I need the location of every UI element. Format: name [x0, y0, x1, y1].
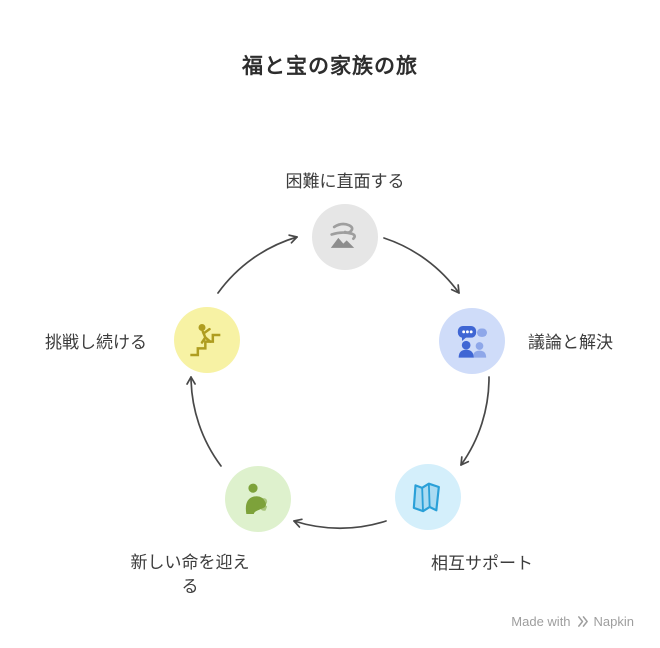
diagram-title: 福と宝の家族の旅 — [242, 55, 418, 78]
arrow-right-to-bottomright — [460, 376, 490, 466]
node-label-discussion-resolution: 議論と解決 — [528, 333, 613, 352]
arrow-bottomright-to-bottomleft — [293, 518, 387, 530]
watermark-made-with: Made with — [511, 614, 571, 629]
climb-stairs-icon — [190, 324, 221, 357]
node-face-difficulties — [312, 204, 378, 270]
node-label-mutual-support: 相互サポート — [431, 554, 533, 573]
arrow-left-to-top — [217, 234, 298, 294]
node-discussion-resolution — [439, 308, 505, 374]
napkin-logo-icon — [577, 616, 588, 627]
storm-wind-icon — [330, 222, 356, 248]
node-mutual-support — [395, 464, 461, 530]
watermark[interactable]: Made with Napkin — [511, 614, 634, 629]
arrow-top-to-right — [383, 237, 460, 294]
discussion-people-icon — [457, 326, 487, 358]
node-welcome-new-life — [225, 466, 291, 532]
parent-baby-icon — [245, 483, 268, 514]
node-label-face-difficulties: 困難に直面する — [285, 172, 405, 191]
arrow-bottomleft-to-left — [186, 376, 222, 467]
node-keep-challenging — [174, 307, 240, 373]
support-map-icon — [412, 482, 440, 513]
node-label-keep-challenging: 挑戦し続ける — [45, 333, 147, 352]
watermark-brand: Napkin — [593, 614, 634, 629]
node-label-welcome-new-life: 新しい命を迎える — [130, 553, 250, 597]
